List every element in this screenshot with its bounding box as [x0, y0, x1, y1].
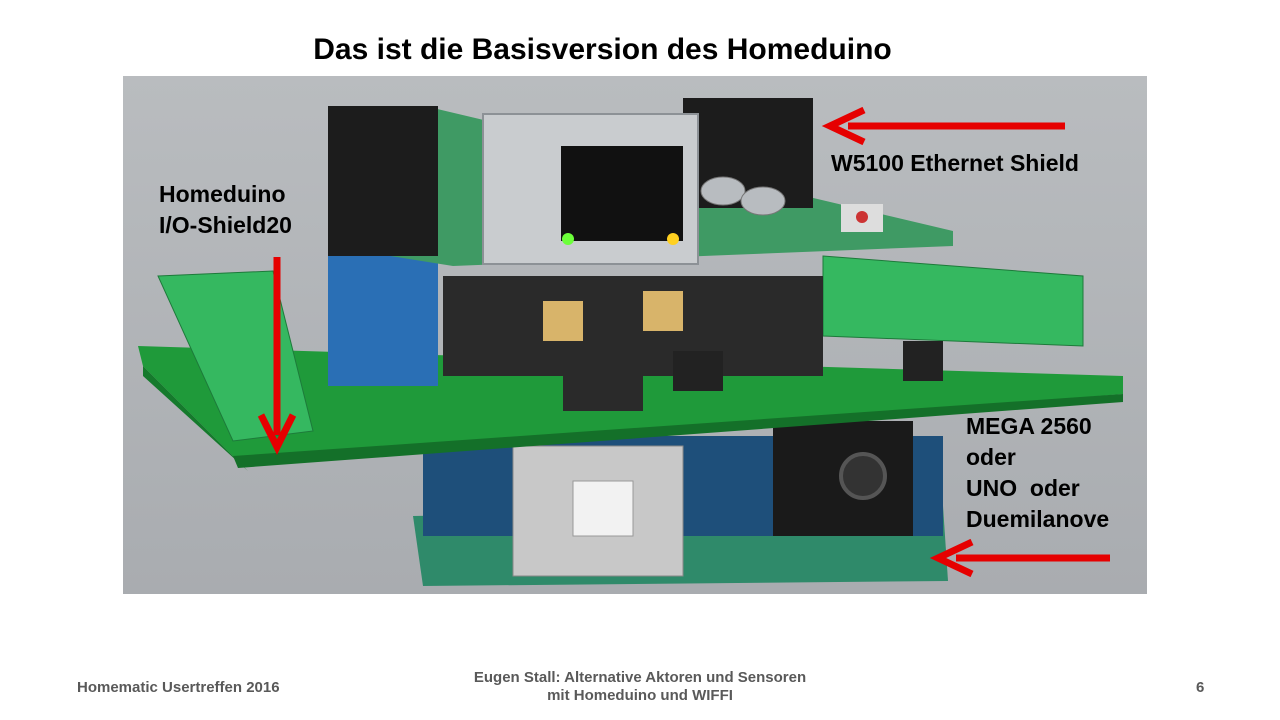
label-ethernet-shield: W5100 Ethernet Shield	[831, 150, 1079, 176]
push-button-right	[903, 341, 943, 381]
board-stack-photo	[123, 76, 1147, 594]
pin-header-black-left	[328, 106, 438, 256]
rj45-led-yellow	[667, 233, 679, 245]
footer-event: Homematic Usertreffen 2016	[77, 679, 280, 696]
capacitor-2	[740, 186, 786, 216]
capacitor-1	[700, 176, 746, 206]
footer-title-line2: mit Homeduino und WIFFI	[547, 687, 733, 704]
board-stack-illustration	[138, 98, 1123, 586]
dc-jack-hole	[839, 452, 887, 500]
label-homeduino-line2: I/O-Shield20	[159, 212, 292, 238]
label-board-line4: Duemilanove	[966, 506, 1110, 532]
slide-title: Das ist die Basisversion des Homeduino	[313, 33, 892, 66]
arrow-arduino-board	[929, 538, 1110, 578]
page-number: 6	[1196, 679, 1205, 696]
rj45-port	[561, 146, 683, 241]
arrow-ethernet-shield	[821, 106, 1065, 146]
rj45-led-green	[562, 233, 574, 245]
terminal-block-right	[822, 255, 1084, 347]
label-board-line2: oder	[966, 444, 1016, 470]
label-arduino-board: MEGA 2560 oder UNO oder Duemilanove	[966, 411, 1109, 535]
footer-presentation-title: Eugen Stall: Alternative Aktoren und Sen…	[440, 669, 840, 705]
label-board-line3: UNO oder	[966, 475, 1080, 501]
arrow-homeduino-shield	[257, 257, 297, 455]
pin-header-blue	[328, 246, 438, 386]
label-board-line1: MEGA 2560	[966, 413, 1092, 439]
footer-title-line1: Eugen Stall: Alternative Aktoren und Sen…	[473, 669, 807, 686]
push-button-mid	[563, 356, 643, 411]
usb-b-port	[572, 480, 634, 537]
label-homeduino-line1: Homeduino	[159, 181, 286, 207]
label-homeduino-shield: Homeduino I/O-Shield20	[159, 179, 292, 241]
